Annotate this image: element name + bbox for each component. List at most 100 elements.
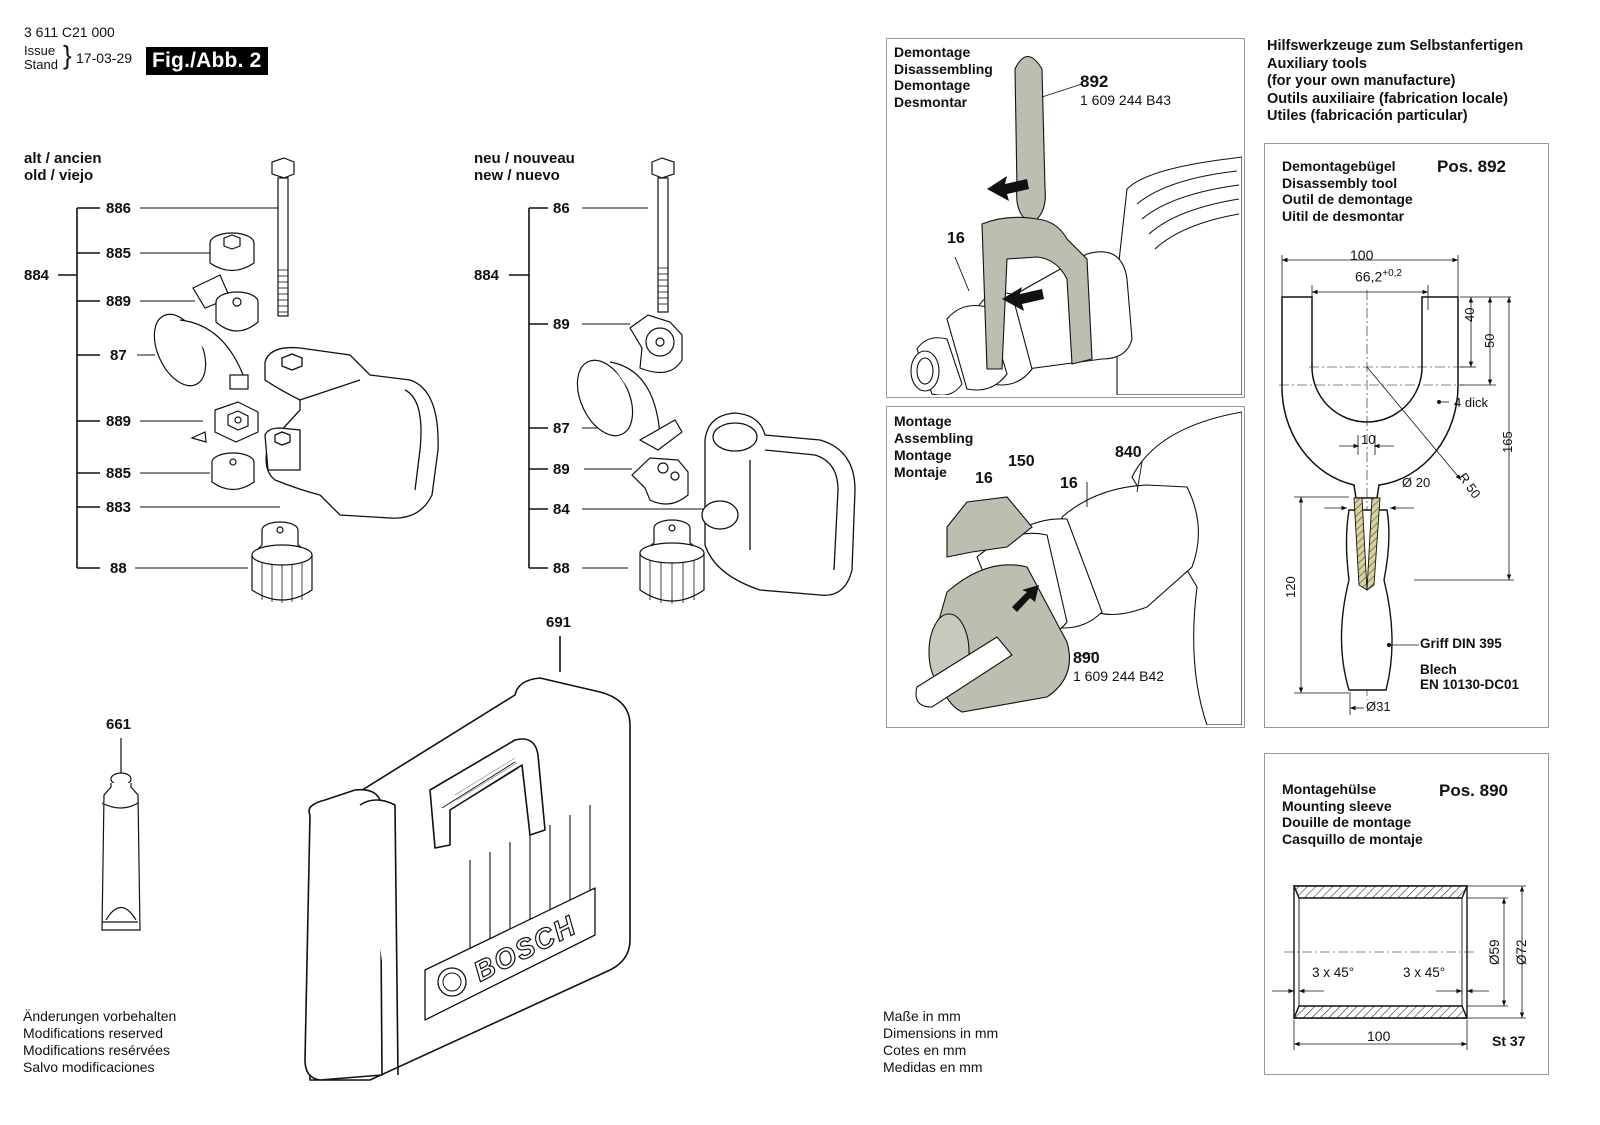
caption-line: Demontage xyxy=(894,77,971,93)
caption-line: Desmontar xyxy=(894,93,968,110)
stand-label: Stand xyxy=(24,57,58,72)
new-part-label: 84 xyxy=(553,501,570,518)
dim-inner-width: 66,2+0,2 xyxy=(1355,268,1402,285)
side-handle-84 xyxy=(701,412,856,596)
sleeve-wall-top xyxy=(1292,885,1469,899)
sleeve-wall-bottom xyxy=(1292,1005,1469,1019)
knob-88-new xyxy=(639,519,705,604)
footer-line: Cotes en mm xyxy=(883,1042,967,1058)
clamp-jaw-889-lower xyxy=(190,401,259,443)
clamp-ring-87-new xyxy=(576,359,683,451)
tool-892-number: 1 609 244 B43 xyxy=(1080,92,1172,108)
assembling-caption: Montage Assembling Montage Montaje xyxy=(894,413,973,481)
old-part-label: 885 xyxy=(106,245,132,262)
new-part-label: 89 xyxy=(553,316,570,333)
old-part-label: 889 xyxy=(106,413,132,430)
disassembling-illustration xyxy=(910,55,1242,395)
dia-59: Ø59 xyxy=(1487,939,1502,965)
new-title-line: new / nuevo xyxy=(474,167,560,184)
caption-line: Mounting sleeve xyxy=(1282,797,1392,814)
ref-16-left: 16 xyxy=(975,470,993,487)
material-line: EN 10130-DC01 xyxy=(1420,677,1520,692)
tool-890-pos: 890 xyxy=(1073,650,1100,667)
figure-label: Fig./Abb. 2 xyxy=(146,47,268,75)
caption-line: Uitil de desmontar xyxy=(1282,207,1405,224)
ref-150: 150 xyxy=(1008,453,1035,470)
thickness-label: 4 dick xyxy=(1454,395,1488,410)
aux-title-line: Auxiliary tools xyxy=(1267,55,1367,72)
chamfer-right: 3 x 45° xyxy=(1403,965,1446,980)
gear-nut-885-lower xyxy=(211,452,255,491)
grease-tube-drawing xyxy=(101,738,141,931)
caption-line: Douille de montage xyxy=(1282,814,1412,830)
issue-date: 17-03-29 xyxy=(76,50,133,66)
dim-165: 165 xyxy=(1500,431,1515,453)
old-assembly-title: alt / ancien old / viejo xyxy=(24,150,102,184)
old-group-label: 884 xyxy=(24,267,50,284)
caption-line: Casquillo de montaje xyxy=(1282,830,1423,847)
ref-840: 840 xyxy=(1115,444,1142,461)
caption-line: Assembling xyxy=(894,430,974,446)
tool-890-spec-box xyxy=(1264,753,1549,1075)
dim-120: 120 xyxy=(1283,576,1298,598)
caption-line: Disassembling xyxy=(894,60,993,77)
caption-line: Demontage xyxy=(894,44,971,60)
caption-line: Montage xyxy=(894,447,952,463)
knob-88 xyxy=(251,521,313,603)
aux-title-line: (for your own manufacture) xyxy=(1267,73,1456,89)
issue-label: Issue xyxy=(24,43,56,58)
dia-20-label: Ø 20 xyxy=(1402,475,1431,490)
old-part-label: 889 xyxy=(106,293,132,310)
dim-width-100: 100 xyxy=(1350,247,1374,263)
footer-line: Maße in mm xyxy=(883,1008,961,1024)
assembling-panel xyxy=(886,406,1245,728)
tool-892-pos: 892 xyxy=(1080,72,1109,91)
grease-tube-label: 661 xyxy=(106,716,132,733)
dimensions-notice: Maße in mm Dimensions in mm Cotes en mm … xyxy=(883,1008,998,1076)
caption-line: Montaje xyxy=(894,464,947,480)
footer-line: Medidas en mm xyxy=(883,1059,983,1075)
tool-890-technical-drawing xyxy=(1272,885,1526,1050)
old-title-line: alt / ancien xyxy=(24,150,102,167)
new-part-label: 88 xyxy=(553,560,570,577)
dim-inner-value: 66,2 xyxy=(1355,268,1383,285)
new-assembly-drawing xyxy=(509,157,856,604)
dim-10: 10 xyxy=(1361,432,1376,447)
new-part-label: 86 xyxy=(553,200,570,217)
old-part-label: 87 xyxy=(110,347,127,364)
ref-16: 16 xyxy=(947,230,965,247)
carry-case-drawing: BOSCH xyxy=(304,636,631,1081)
arrow-icon xyxy=(987,176,1044,311)
old-part-label: 885 xyxy=(106,465,132,482)
new-part-label: 87 xyxy=(553,420,570,437)
clamp-jaw-89 xyxy=(629,314,683,374)
new-assembly-title: neu / nouveau new / nuevo xyxy=(474,150,575,184)
modifications-notice: Änderungen vorbehalten Modifications res… xyxy=(23,1008,176,1076)
dim-40: 40 xyxy=(1462,307,1477,322)
new-title-line: neu / nouveau xyxy=(474,150,575,167)
aux-title-line: Hilfswerkzeuge zum Selbstanfertigen xyxy=(1267,38,1524,54)
disassembling-panel xyxy=(886,38,1245,398)
old-part-label: 88 xyxy=(110,560,127,577)
grip-marker xyxy=(1387,643,1391,647)
tool-892-spec-box xyxy=(1264,143,1549,728)
old-title-line: old / viejo xyxy=(24,167,94,184)
footer-line: Änderungen vorbehalten xyxy=(23,1008,177,1024)
tool-892-technical-drawing xyxy=(1279,255,1514,715)
bolt-886 xyxy=(271,157,295,317)
handle-griff xyxy=(1340,509,1393,691)
aux-tools-title: Hilfswerkzeuge zum Selbstanfertigen Auxi… xyxy=(1267,38,1523,126)
tool-892-pos-label: Pos. 892 xyxy=(1437,157,1506,176)
caption-line: Montage xyxy=(894,413,952,429)
tool-890-caption: Montagehülse Mounting sleeve Douille de … xyxy=(1282,781,1423,847)
gear-nut-885 xyxy=(209,232,255,272)
disassembling-caption: Demontage Disassembling Demontage Desmon… xyxy=(894,44,993,110)
assembling-illustration xyxy=(915,411,1242,725)
material-line: Blech xyxy=(1420,662,1457,677)
caption-line: Demontagebügel xyxy=(1282,158,1396,174)
aux-title-line: Outils auxiliaire (fabrication locale) xyxy=(1267,90,1508,107)
tool-892-caption: Demontagebügel Disassembly tool Outil de… xyxy=(1282,158,1413,224)
bolt-86 xyxy=(651,157,675,313)
clamp-jaw-89-lower xyxy=(631,457,689,505)
caption-line: Outil de demontage xyxy=(1282,191,1413,207)
